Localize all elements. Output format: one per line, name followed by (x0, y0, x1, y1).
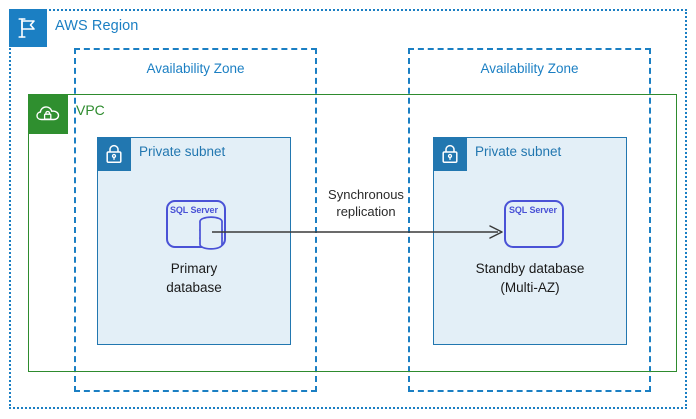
standby-database-caption: Standby database (Multi-AZ) (433, 259, 627, 297)
private-subnet-left-padlock-icon (97, 137, 131, 171)
availability-zone-left-label: Availability Zone (146, 61, 245, 76)
standby-database-node[interactable] (504, 200, 564, 248)
availability-zone-right-boundary (408, 48, 651, 392)
standby-caption-line1: Standby database (475, 261, 585, 276)
vpc-boundary (28, 94, 677, 372)
aws-region-label: AWS Region (55, 18, 139, 34)
primary-caption-line2: database (166, 280, 222, 295)
vpc-label: VPC (76, 102, 105, 118)
standby-caption-line2: (Multi-AZ) (500, 280, 560, 295)
replication-label-line1: Synchronous (328, 187, 404, 202)
synchronous-replication-label: Synchronous replication (316, 186, 416, 220)
private-subnet-right-padlock-icon (433, 137, 467, 171)
primary-database-engine-label: SQL Server (170, 205, 218, 215)
private-subnet-left-label: Private subnet (139, 144, 226, 159)
availability-zone-left-boundary (74, 48, 317, 392)
primary-database-caption: Primary database (97, 259, 291, 297)
synchronous-replication-arrow (212, 222, 508, 247)
private-subnet-right-label: Private subnet (475, 144, 562, 159)
primary-caption-line1: Primary (170, 261, 218, 276)
standby-database-engine-label: SQL Server (509, 205, 557, 215)
availability-zone-right-label: Availability Zone (480, 61, 579, 76)
replication-label-line2: replication (336, 204, 396, 219)
vpc-cloud-lock-icon (28, 94, 68, 134)
aws-region-boundary (9, 9, 687, 409)
aws-region-flag-icon (9, 9, 47, 47)
